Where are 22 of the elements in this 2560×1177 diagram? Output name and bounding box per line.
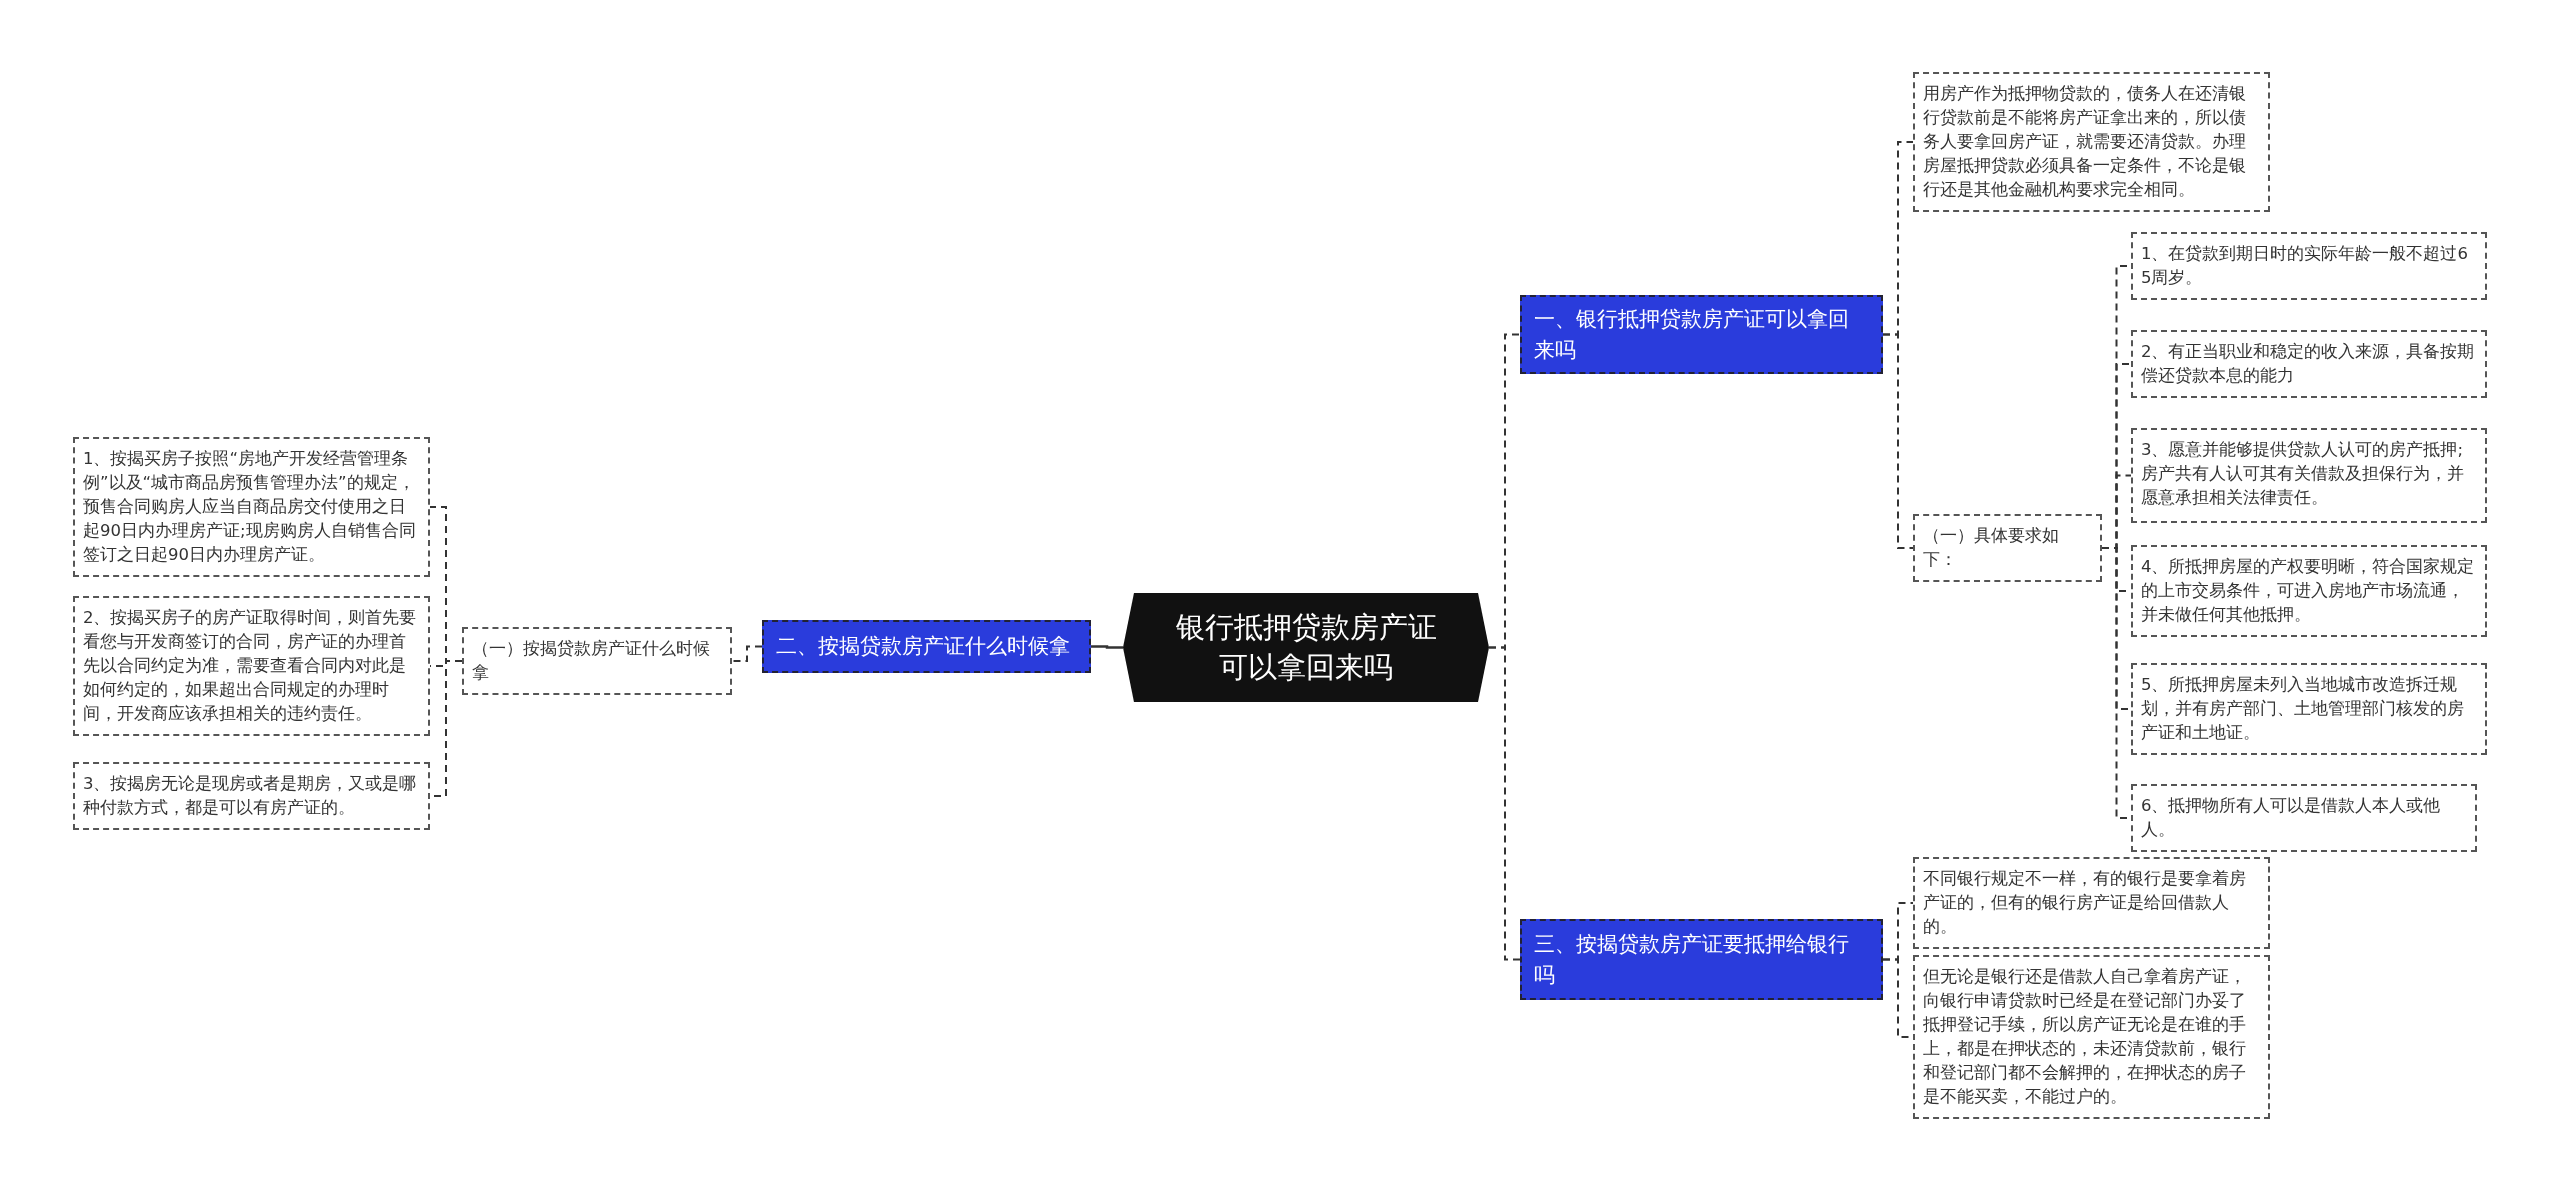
text-box: 1、在贷款到期日时的实际年龄一般不超过65周岁。 bbox=[2131, 232, 2487, 300]
text-box: 2、有正当职业和稳定的收入来源，具备按期偿还贷款本息的能力 bbox=[2131, 330, 2487, 398]
topic-box: 三、按揭贷款房产证要抵押给银行吗 bbox=[1520, 919, 1883, 1000]
text-box: 不同银行规定不一样，有的银行是要拿着房产证的，但有的银行房产证是给回借款人的。 bbox=[1913, 857, 2270, 949]
text-box: 1、按揭买房子按照“房地产开发经营管理条例”以及“城市商品房预售管理办法”的规定，预售合同购房人应当自商品房交付使用之日起90日内办理房产证;现房购房人自销售合同签订之日起90日内办理房产证。 bbox=[73, 437, 430, 577]
text-box: 用房产作为抵押物贷款的，债务人在还清银行贷款前是不能将房产证拿出来的，所以债务人要拿回房产证，就需要还清贷款。办理房屋抵押贷款必须具备一定条件，不论是银行还是其他金融机构要求完全相同。 bbox=[1913, 72, 2270, 212]
text-box: 3、按揭房无论是现房或者是期房，又或是哪种付款方式，都是可以有房产证的。 bbox=[73, 762, 430, 830]
text-box: 6、抵押物所有人可以是借款人本人或他人。 bbox=[2131, 784, 2477, 852]
text-box: 但无论是银行还是借款人自己拿着房产证，向银行申请贷款时已经是在登记部门办妥了抵押登记手续，所以房产证无论是在谁的手上，都是在押状态的，未还清贷款前，银行和登记部门都不会解押的，在押状态的房子是不能买卖，不能过户的。 bbox=[1913, 955, 2270, 1119]
topic-box: 二、按揭贷款房产证什么时候拿 bbox=[762, 620, 1091, 673]
central-topic: 银行抵押贷款房产证可以拿回来吗 bbox=[1123, 593, 1489, 702]
connector-line bbox=[1091, 645, 1123, 649]
subtopic-box: （一）具体要求如下： bbox=[1913, 514, 2102, 582]
text-box: 5、所抵押房屋未列入当地城市改造拆迁规划，并有房产部门、土地管理部门核发的房产证和土地证。 bbox=[2131, 663, 2487, 755]
text-box: 3、愿意并能够提供贷款人认可的房产抵押;房产共有人认可其有关借款及担保行为，并愿意承担相关法律责任。 bbox=[2131, 428, 2487, 523]
connector-line bbox=[1488, 646, 1521, 961]
text-box: 2、按揭买房子的房产证取得时间，则首先要看您与开发商签订的合同，房产证的办理首先以合同约定为准，需要查看合同内对此是如何约定的，如果超出合同规定的办理时间，开发商应该承担相关的违约责任。 bbox=[73, 596, 430, 736]
connector-line bbox=[1882, 333, 1914, 549]
text-box: 4、所抵押房屋的产权要明晰，符合国家规定的上市交易条件，可进入房地产市场流通，并未做任何其他抵押。 bbox=[2131, 545, 2487, 637]
connector-line bbox=[731, 645, 763, 662]
subtopic-box: （一）按揭贷款房产证什么时候拿 bbox=[462, 627, 732, 695]
topic-box: 一、银行抵押贷款房产证可以拿回来吗 bbox=[1520, 295, 1883, 374]
